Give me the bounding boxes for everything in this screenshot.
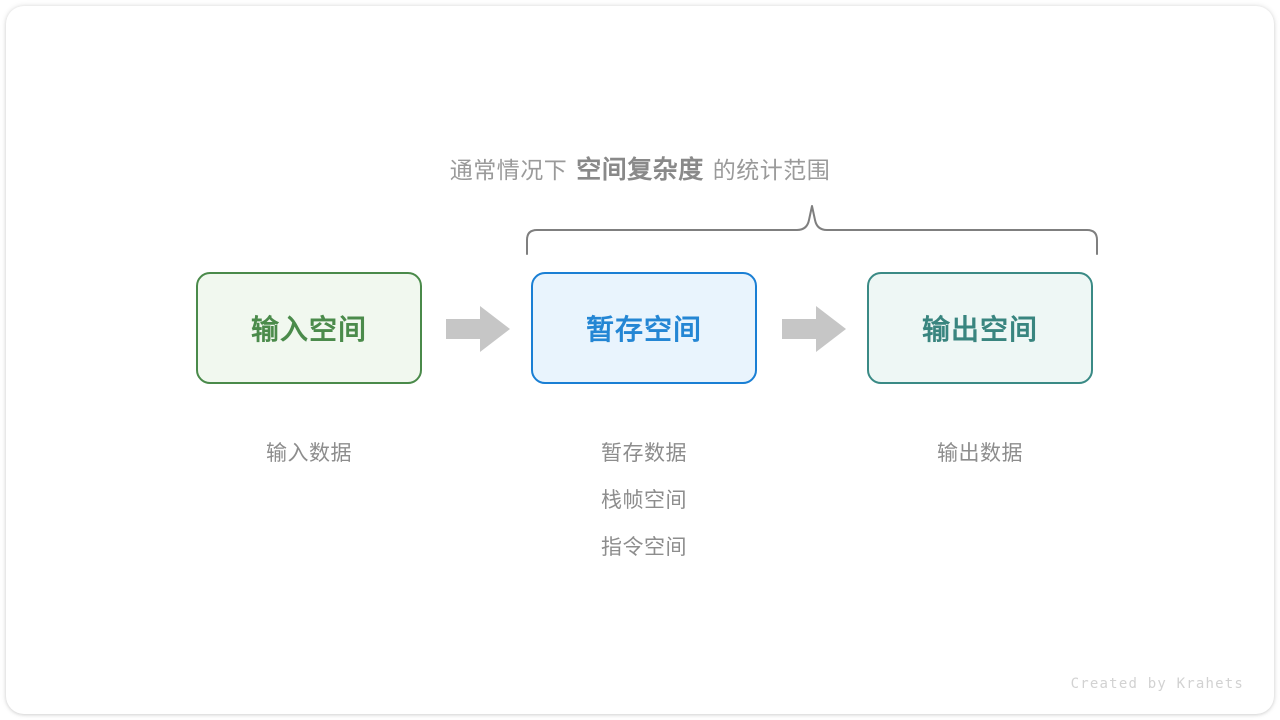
caption-line: 指令空间: [601, 536, 687, 559]
caption-line: 栈帧空间: [601, 489, 687, 512]
box-input-space[interactable]: 输入空间: [196, 272, 422, 384]
box-output-space-label: 输出空间: [921, 314, 1038, 345]
box-input-space-label: 输入空间: [250, 314, 367, 345]
caption-line: 暂存数据: [601, 442, 687, 465]
box-temp-space[interactable]: 暂存空间: [531, 272, 757, 384]
flow-arrow-icon-2: [782, 306, 846, 357]
credit-text: Created by Krahets: [1070, 676, 1244, 692]
diagram-card: 通常情况下空间复杂度的统计范围 输入空间 暂存空间 输出空间 输入数据 暂存数据…: [6, 6, 1274, 714]
headline: 通常情况下空间复杂度的统计范围: [6, 158, 1274, 183]
caption-group-input: 输入数据: [196, 430, 422, 477]
caption-group-temp: 暂存数据 栈帧空间 指令空间: [531, 430, 757, 571]
headline-prefix: 通常情况下: [449, 157, 568, 183]
headline-suffix: 的统计范围: [712, 157, 831, 183]
box-temp-space-label: 暂存空间: [585, 314, 702, 345]
caption-line: 输入数据: [266, 442, 352, 465]
curly-brace: [525, 204, 1099, 261]
flow-arrow-icon-1: [446, 306, 510, 357]
box-output-space[interactable]: 输出空间: [867, 272, 1093, 384]
headline-strong: 空间复杂度: [576, 156, 704, 184]
caption-group-output: 输出数据: [867, 430, 1093, 477]
caption-line: 输出数据: [937, 442, 1023, 465]
